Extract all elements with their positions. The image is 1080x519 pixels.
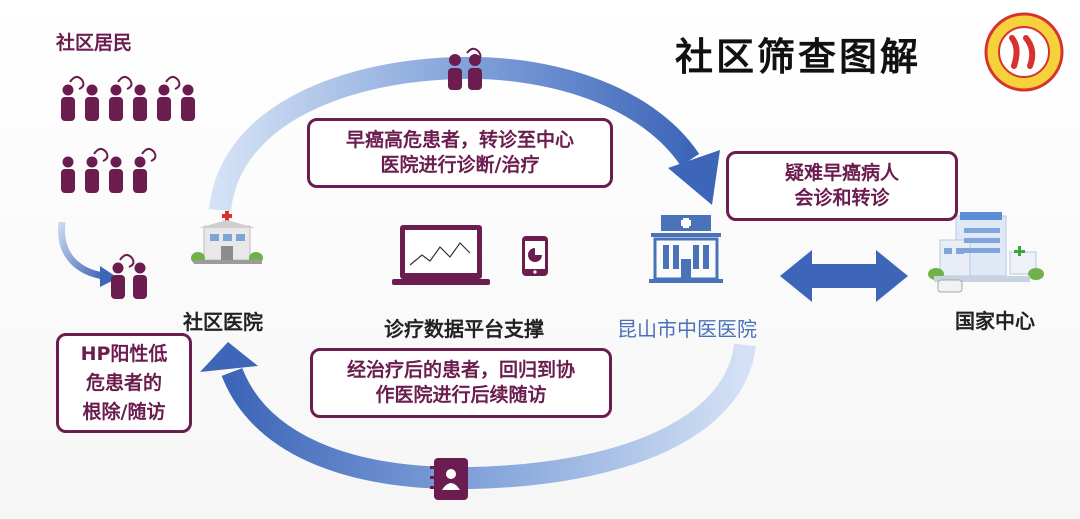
national-center-icon: [928, 212, 1044, 293]
box-referral-line-2: 医院进行诊断/治疗: [380, 154, 540, 176]
hospital-logo: [984, 12, 1064, 92]
label-residents: 社区居民: [56, 32, 133, 54]
person-icon: [133, 262, 147, 299]
box-consult: 疑难早癌病人 会诊和转诊: [726, 151, 958, 221]
person-icon: [133, 148, 157, 193]
person-icon: [61, 76, 85, 121]
person-icon: [109, 76, 133, 121]
box-hp-line-2: 危患者的: [85, 371, 162, 394]
person-icon: [85, 84, 99, 121]
person-icon: [111, 254, 135, 299]
central-hospital-icon: [649, 215, 723, 283]
person-icon: [181, 84, 195, 121]
box-followup-line-1: 经治疗后的患者，回归到协: [346, 359, 575, 381]
referral-people-icon: [448, 47, 482, 90]
label-platform: 诊疗数据平台支撑: [384, 317, 544, 341]
box-referral-line-1: 早癌高危患者，转诊至中心: [345, 129, 574, 151]
bottom-cycle-arrow: [200, 342, 756, 490]
person-icon: [157, 76, 181, 121]
resident-people-icons: [61, 76, 195, 299]
double-arrow: [780, 250, 908, 302]
box-followup-line-2: 作医院进行后续随访: [375, 384, 547, 406]
page-title: 社区筛查图解: [675, 35, 922, 79]
box-hp-line-3: 根除/随访: [82, 400, 166, 423]
person-icon: [109, 156, 123, 193]
label-community-hospital: 社区医院: [183, 310, 263, 334]
community-hospital-icon: [191, 211, 263, 264]
box-consult-line-2: 会诊和转诊: [794, 187, 890, 209]
label-central-hospital: 昆山市中医医院: [617, 317, 757, 341]
label-national-center: 国家中心: [955, 309, 1035, 333]
laptop-icon: [392, 225, 490, 285]
phone-icon: [522, 236, 548, 276]
followup-record-icon: [430, 458, 468, 500]
top-cycle-arrow: [209, 56, 720, 212]
person-icon: [133, 84, 147, 121]
person-icon: [61, 156, 75, 193]
box-hp-line-1: HP阳性低: [80, 342, 168, 365]
box-hp: HP阳性低 危患者的 根除/随访: [56, 333, 192, 433]
person-icon: [85, 148, 109, 193]
box-consult-line-1: 疑难早癌病人: [784, 162, 899, 184]
box-followup: 经治疗后的患者，回归到协 作医院进行后续随访: [310, 348, 612, 418]
box-referral: 早癌高危患者，转诊至中心 医院进行诊断/治疗: [307, 118, 613, 188]
residents-to-patients-arrow: [58, 221, 118, 287]
